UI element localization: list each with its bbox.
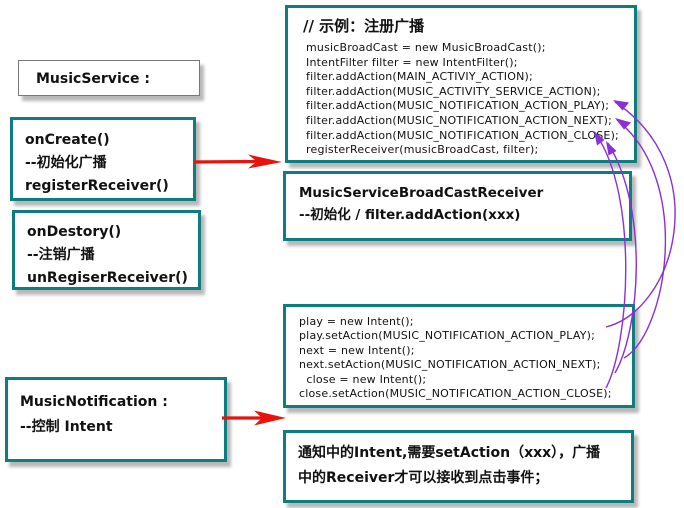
code-line: filter.addAction(MUSIC_ACTIVITY_SERVICE_… bbox=[306, 84, 601, 98]
ondestroy-box: onDestory() --注销广播 unRegiserReceiver() bbox=[12, 210, 201, 290]
intent-code-box: play = new Intent(); play.setAction(MUSI… bbox=[283, 304, 635, 408]
music-notification-line: --控制 Intent bbox=[20, 419, 113, 435]
code-line: close = new Intent(); bbox=[299, 372, 427, 386]
code-line: close.setAction(MUSIC_NOTIFICATION_ACTIO… bbox=[299, 387, 612, 401]
code-line: filter.addAction(MAIN_ACTIVIY_ACTION); bbox=[306, 70, 533, 84]
oncreate-line: --初始化广播 bbox=[25, 155, 107, 171]
code-line: play = new Intent(); bbox=[299, 315, 414, 328]
music-service-box: MusicService : bbox=[18, 60, 200, 96]
receiver-line: MusicServiceBroadCastReceiver bbox=[299, 185, 544, 201]
code-line: filter.addAction(MUSIC_NOTIFICATION_ACTI… bbox=[306, 113, 612, 127]
code-line: registerReceiver(musicBroadCast, filter)… bbox=[306, 143, 539, 157]
oncreate-box: onCreate() --初始化广播 registerReceiver() bbox=[10, 117, 196, 201]
ondestroy-line: onDestory() bbox=[27, 224, 122, 240]
register-code-box: // 示例：注册广播 musicBroadCast = new MusicBro… bbox=[285, 5, 637, 163]
code-line: filter.addAction(MUSIC_NOTIFICATION_ACTI… bbox=[306, 99, 610, 113]
code-line: IntentFilter filter = new IntentFilter()… bbox=[306, 55, 518, 69]
code-line: play.setAction(MUSIC_NOTIFICATION_ACTION… bbox=[299, 329, 596, 343]
register-code-title: // 示例：注册广播 bbox=[303, 17, 425, 35]
note-line: 通知中的Intent,需要setAction（xxx），广播 bbox=[298, 445, 601, 461]
code-line: filter.addAction(MUSIC_NOTIFICATION_ACTI… bbox=[306, 128, 619, 142]
music-notification-line: MusicNotification : bbox=[20, 394, 168, 410]
note-box: 通知中的Intent,需要setAction（xxx），广播 中的Receive… bbox=[283, 430, 634, 503]
code-line: musicBroadCast = new MusicBroadCast(); bbox=[306, 41, 546, 54]
code-line: next.setAction(MUSIC_NOTIFICATION_ACTION… bbox=[299, 358, 601, 372]
oncreate-line: onCreate() bbox=[25, 132, 110, 148]
red-arrow-oncreate-to-register bbox=[193, 154, 282, 169]
ondestroy-line: unRegiserReceiver() bbox=[27, 270, 188, 286]
receiver-box: MusicServiceBroadCastReceiver --初始化 / fi… bbox=[283, 171, 632, 241]
red-arrow-notification-to-intent bbox=[222, 410, 286, 426]
ondestroy-line: --注销广播 bbox=[27, 247, 95, 263]
oncreate-line: registerReceiver() bbox=[25, 178, 169, 194]
music-notification-box: MusicNotification : --控制 Intent bbox=[5, 377, 227, 462]
music-service-label: MusicService : bbox=[36, 71, 151, 87]
receiver-line: --初始化 / filter.addAction(xxx) bbox=[299, 207, 521, 223]
code-line: next = new Intent(); bbox=[299, 343, 415, 357]
note-line: 中的Receiver才可以接收到点击事件； bbox=[298, 470, 549, 486]
